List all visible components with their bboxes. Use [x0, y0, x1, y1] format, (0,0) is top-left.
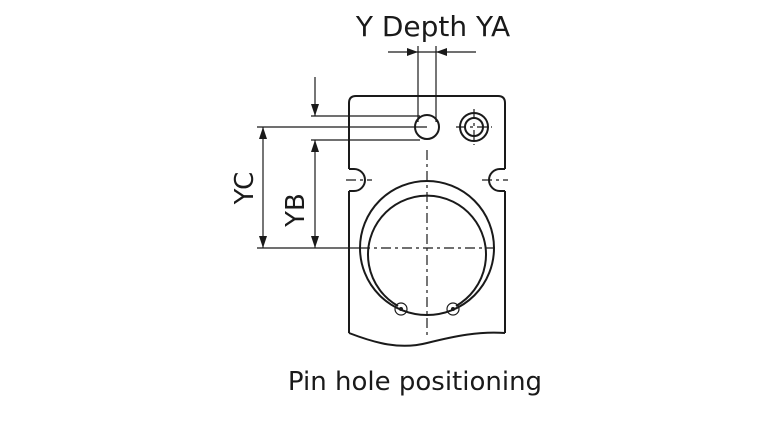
yb-arrow-mid: [311, 140, 319, 152]
label-yc: YC: [230, 172, 260, 206]
ya-dimension: [388, 46, 476, 122]
yb-arrow-bottom: [311, 236, 319, 248]
caption: Pin hole positioning: [288, 367, 542, 397]
ring-eye-right-dot: [451, 307, 455, 311]
ring-eye-left-dot: [399, 307, 403, 311]
yc-dimension: YC: [230, 127, 267, 248]
ring-eye-left: [394, 302, 408, 316]
housing-top-outline: [348, 95, 506, 169]
yc-arrow-top: [259, 127, 267, 139]
yb-arrow-top: [311, 104, 319, 116]
break-line: [348, 331, 506, 347]
left-notch: [349, 168, 366, 192]
pin-hole-right: [456, 109, 492, 145]
label-yb: YB: [281, 193, 311, 228]
yc-arrow-bottom: [259, 236, 267, 248]
label-y-depth-ya: Y Depth YA: [355, 10, 510, 43]
ya-arrow-left: [407, 48, 418, 56]
yb-dimension: YB: [281, 77, 319, 248]
ya-arrow-right: [436, 48, 447, 56]
ring-eye-right: [446, 302, 460, 316]
